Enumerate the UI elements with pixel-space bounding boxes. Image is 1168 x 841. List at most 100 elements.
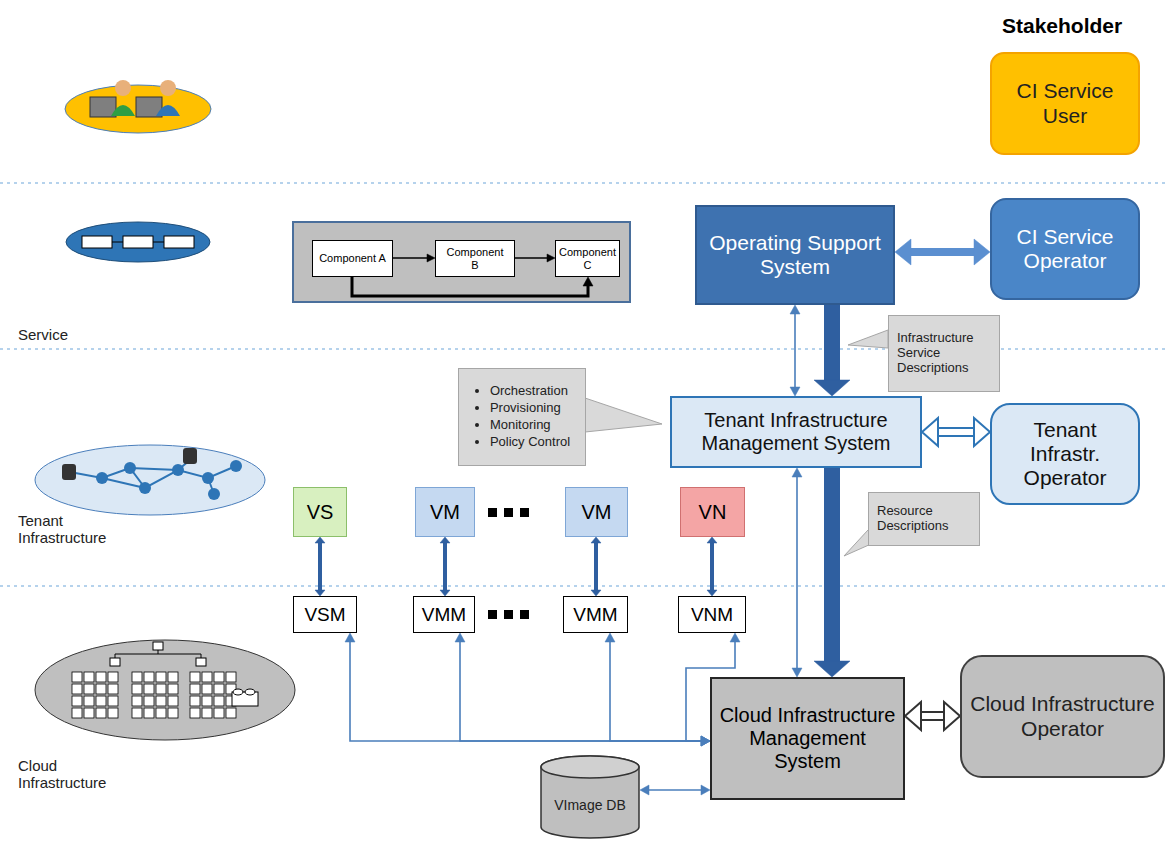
arrowhead [583,277,593,286]
layer-divider [0,183,1168,586]
connector [594,542,598,591]
connector [318,542,322,591]
connector [648,789,703,791]
arrowhead [605,633,615,642]
stakeholder-box: CI Service User [990,52,1140,155]
component-box: Component A [312,240,393,277]
service-chain-frame [293,222,630,302]
node-text: VImage DB [554,797,626,813]
arrowhead [547,254,555,262]
connector [919,711,947,721]
system-box: Tenant Infrastructure Management System [670,396,922,468]
arrowhead [792,668,802,677]
virtual-resource: VM [415,487,475,537]
arrowhead [440,537,450,543]
virtual-resource: VS [293,487,347,537]
tenant-network-icon [35,445,265,515]
connector [443,542,447,591]
node-text: Tenant Infrastructure Management System [678,409,914,455]
connector [824,305,840,382]
layer-label: Cloud Infrastructure [18,757,118,791]
manager-box: VSM [293,596,357,633]
bullet-item: Monitoring [490,417,570,434]
arrowhead [701,736,710,746]
arrowhead [814,380,850,396]
connector [350,641,702,741]
system-box: Cloud Infrastructure Management System [710,677,905,800]
node-text: Operating Support System [703,231,887,279]
operator-box: CI Service Operator [990,198,1140,300]
node-text: VM [430,501,460,524]
manager-box: VMM [413,596,475,633]
arrowhead [974,418,990,446]
operator-box: Tenant Infrastr. Operator [990,403,1140,505]
layer-label: Service [18,326,118,343]
arrowhead [701,736,710,746]
bullet-item: Policy Control [490,434,570,451]
operator-box: Cloud Infrastructure Operator [960,655,1165,778]
virtual-resource: VN [680,487,745,537]
arrowhead [905,702,921,730]
callout-note: OrchestrationProvisioningMonitoringPolic… [458,368,586,466]
connector [824,468,840,663]
database-cylinder: VImage DB [540,755,640,839]
arrowhead [701,736,710,746]
service-icon [66,222,210,262]
bullet-item: Orchestration [490,383,570,400]
arrowhead [701,736,710,746]
connector [794,313,796,389]
node-text: CI Service User [998,79,1132,127]
connector [393,257,428,259]
bullet-list: OrchestrationProvisioningMonitoringPolic… [474,383,570,451]
callout-note: Infrastructure Service Descriptions [888,315,1000,392]
component-box: Component C [555,240,620,277]
node-text: VNM [691,604,733,626]
arrowhead [315,537,325,543]
connector-fill [936,429,977,435]
node-text: Component C [559,246,616,271]
node-text: Resource Descriptions [877,504,971,534]
connector-fill [919,713,947,719]
node-text: VMM [422,604,466,626]
arrowhead [707,537,717,543]
connector [460,641,702,741]
arrowhead [974,239,990,265]
arrowhead [792,468,802,477]
node-text: VM [582,501,612,524]
manager-box: VNM [678,596,746,633]
connector [710,542,714,591]
node-text: Tenant Infrastr. Operator [998,418,1132,490]
connector [352,277,588,296]
arrowhead [345,633,355,642]
node-text: VN [699,501,727,524]
node-text: VSM [304,604,345,626]
arrowhead [701,785,710,795]
connector [515,257,548,259]
callout-tail [585,398,662,432]
layer-label: Tenant Infrastructure [18,512,118,546]
ellipsis-dots [488,508,529,619]
node-text: Cloud Infrastructure Operator [968,692,1157,740]
connector [936,427,977,437]
arrowhead [922,418,938,446]
bullet-item: Provisioning [490,400,570,417]
arrowhead [895,239,911,265]
node-text: Component B [442,246,508,271]
arrowhead [591,537,601,543]
node-text: Component A [319,252,386,265]
system-box: Operating Support System [695,205,895,305]
callout-tail [848,330,888,348]
node-text: Infrastructure Service Descriptions [897,331,991,376]
arrowhead [944,702,960,730]
callout-note: Resource Descriptions [868,492,980,546]
connector [909,248,977,256]
arrowhead [730,633,740,642]
arrowhead [455,633,465,642]
users-icon [65,80,211,133]
node-text: CI Service Operator [998,225,1132,273]
arrowhead [790,305,800,314]
arrowhead [640,785,649,795]
arrowhead [790,387,800,396]
